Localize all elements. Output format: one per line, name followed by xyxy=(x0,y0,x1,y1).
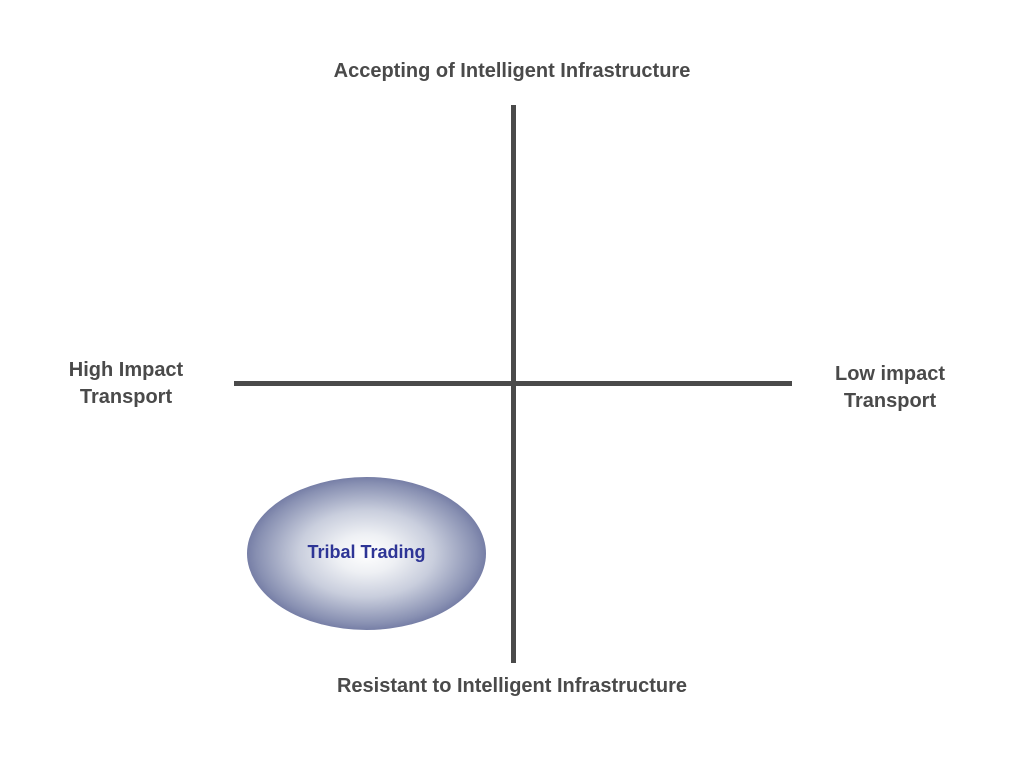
axis-label-top: Accepting of Intelligent Infrastructure xyxy=(333,60,691,82)
axis-label-bottom: Resistant to Intelligent Infrastructure xyxy=(336,675,688,697)
axis-label-left-line2: Transport xyxy=(79,386,173,408)
horizontal-axis xyxy=(234,381,792,386)
axis-label-left: High Impact Transport xyxy=(46,357,206,411)
axis-label-right-line2: Transport xyxy=(843,390,937,412)
axis-label-right-line1: Low impact xyxy=(834,363,945,385)
axis-label-right: Low impact Transport xyxy=(810,361,970,415)
bubble-label: Tribal Trading xyxy=(307,542,426,562)
tribal-trading-bubble: Tribal Trading xyxy=(247,477,486,630)
axis-label-left-line1: High Impact xyxy=(68,359,184,381)
